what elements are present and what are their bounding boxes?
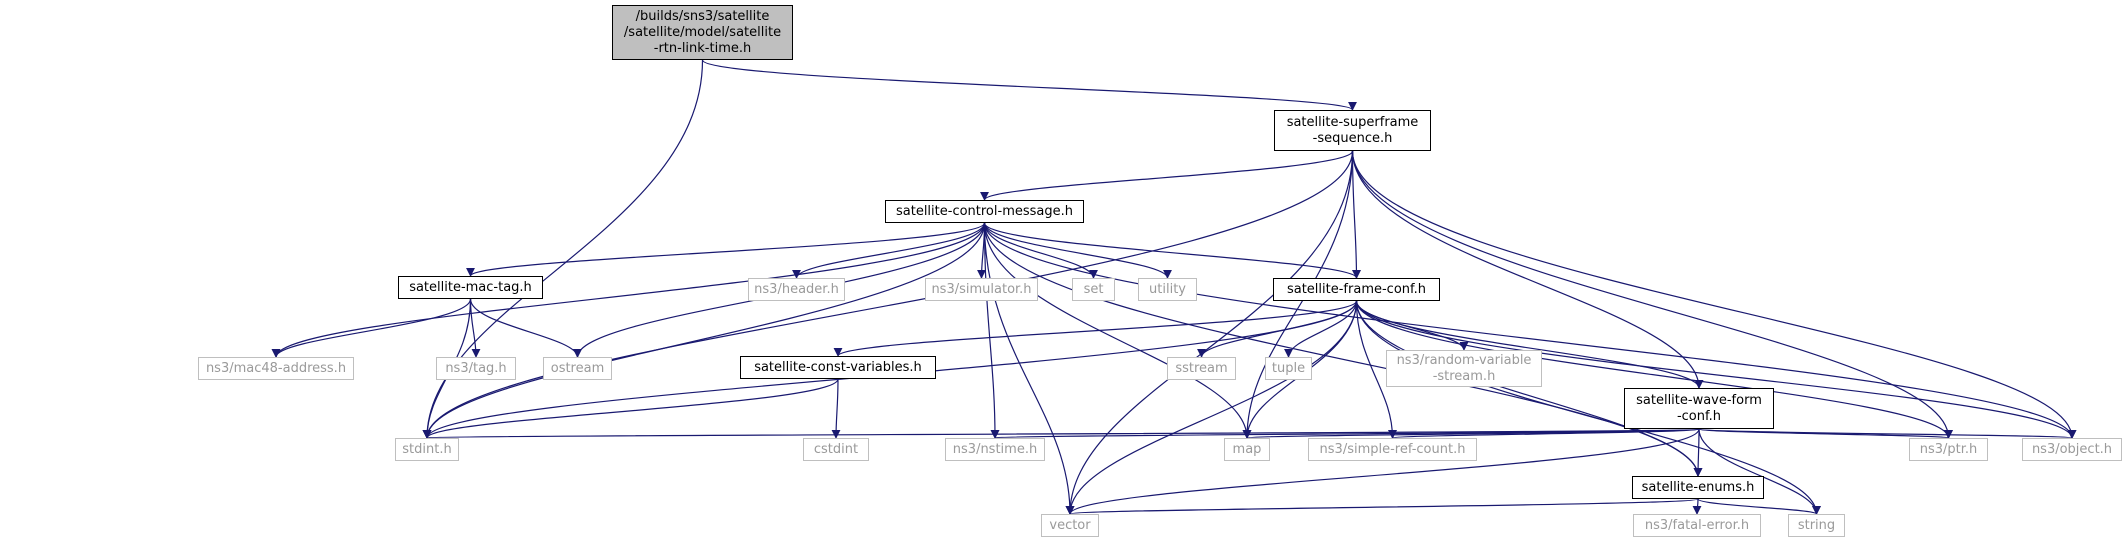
edge-control-to-header xyxy=(792,222,986,279)
edge-frameconf-to-enums xyxy=(1355,300,1703,477)
node-randomvar: ns3/random-variable -stream.h xyxy=(1386,350,1542,387)
edge-enums-to-vector xyxy=(1066,498,1699,515)
edge-frameconf-to-simpleref xyxy=(1355,300,1397,439)
node-ostream: ostream xyxy=(543,357,612,380)
node-map: map xyxy=(1224,438,1270,461)
node-header: ns3/header.h xyxy=(748,278,845,301)
edge-waveform-to-string xyxy=(1698,428,1821,515)
node-fatalerror: ns3/fatal-error.h xyxy=(1633,514,1761,537)
node-cstdint: cstdint xyxy=(803,438,869,461)
edge-enums-to-string xyxy=(1697,498,1821,515)
edge-waveform-to-enums xyxy=(1693,428,1703,477)
edge-superframe-to-vector xyxy=(1065,150,1354,515)
edge-waveform-to-simpleref xyxy=(1388,428,1700,439)
node-simpleref: ns3/simple-ref-count.h xyxy=(1308,438,1477,461)
edge-constvars-to-stdint xyxy=(422,378,839,439)
edge-frameconf-to-string xyxy=(1355,300,1821,515)
edge-superframe-to-waveform xyxy=(1351,150,1704,389)
edge-control-to-stdint xyxy=(422,222,986,439)
node-simulator: ns3/simulator.h xyxy=(925,278,1038,301)
edge-control-to-vector xyxy=(983,222,1075,515)
edge-superframe-to-frameconf xyxy=(1351,150,1361,279)
edge-mactag-to-mac48 xyxy=(271,298,472,358)
edge-waveform-to-vector xyxy=(1065,428,1700,515)
edge-layer xyxy=(271,59,2077,515)
edge-frameconf-to-tuple xyxy=(1284,300,1358,358)
edge-superframe-to-ptr xyxy=(1351,150,1953,439)
edge-frameconf-to-constvars xyxy=(833,300,1358,357)
edge-mactag-to-ostream xyxy=(469,298,582,358)
node-constvars[interactable]: satellite-const-variables.h xyxy=(740,356,936,379)
node-string: string xyxy=(1788,514,1845,537)
node-mac48: ns3/mac48-address.h xyxy=(198,357,354,380)
node-object: ns3/object.h xyxy=(2022,438,2122,461)
edge-superframe-to-stdint xyxy=(422,150,1354,439)
edge-control-to-set xyxy=(983,222,1098,279)
edge-control-to-object xyxy=(983,222,2077,439)
edge-control-to-nstime xyxy=(983,222,1000,439)
edge-superframe-to-control xyxy=(980,150,1354,201)
node-control[interactable]: satellite-control-message.h xyxy=(885,200,1084,223)
node-enums[interactable]: satellite-enums.h xyxy=(1632,476,1764,499)
node-ptr: ns3/ptr.h xyxy=(1909,438,1988,461)
node-stdint: stdint.h xyxy=(395,438,459,461)
edge-superframe-to-object xyxy=(1351,150,2077,439)
node-tag: ns3/tag.h xyxy=(436,357,516,380)
edge-root-to-stdint xyxy=(422,59,704,439)
node-utility: utility xyxy=(1138,278,1197,301)
node-waveform[interactable]: satellite-wave-form -conf.h xyxy=(1624,388,1774,429)
node-mactag[interactable]: satellite-mac-tag.h xyxy=(398,276,543,299)
edge-root-to-superframe xyxy=(701,59,1357,111)
node-superframe[interactable]: satellite-superframe -sequence.h xyxy=(1274,110,1431,151)
edge-frameconf-to-ptr xyxy=(1355,300,1953,439)
edge-waveform-to-object xyxy=(1698,428,2076,439)
edge-control-to-mactag xyxy=(466,222,986,277)
edge-control-to-map xyxy=(983,222,1252,439)
edge-frameconf-to-vector xyxy=(1065,300,1358,515)
edge-superframe-to-map xyxy=(1242,150,1354,439)
node-nstime: ns3/nstime.h xyxy=(945,438,1045,461)
node-sstream: sstream xyxy=(1167,357,1236,380)
node-root[interactable]: /builds/sns3/satellite /satellite/model/… xyxy=(612,5,793,60)
node-frameconf[interactable]: satellite-frame-conf.h xyxy=(1273,278,1440,301)
edge-frameconf-to-object xyxy=(1355,300,2077,439)
node-tuple: tuple xyxy=(1265,357,1312,380)
edge-constvars-to-cstdint xyxy=(831,378,841,439)
node-set: set xyxy=(1072,278,1115,301)
edge-control-to-frameconf xyxy=(983,222,1361,279)
edge-enums-to-fatalerror xyxy=(1692,498,1702,515)
node-vector: vector xyxy=(1041,514,1099,537)
edge-control-to-mac48 xyxy=(271,222,986,358)
edge-frameconf-to-randomvar xyxy=(1355,300,1469,351)
edge-control-to-utility xyxy=(983,222,1172,279)
edge-waveform-to-ptr xyxy=(1698,428,1953,439)
